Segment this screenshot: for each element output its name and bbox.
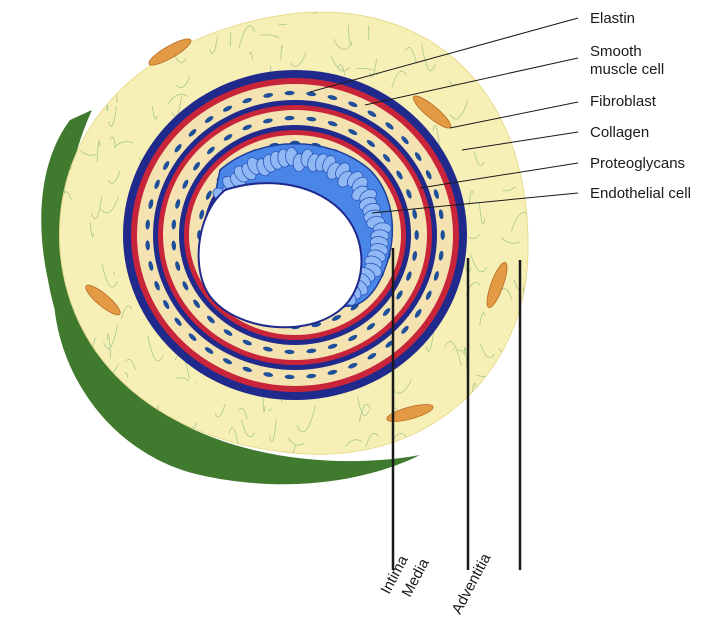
label-endothelial-cell: Endothelial cell	[590, 185, 691, 202]
label-smooth-muscle-line2: muscle cell	[590, 61, 664, 78]
label-proteoglycans: Proteoglycans	[590, 155, 685, 172]
label-collagen: Collagen	[590, 124, 649, 141]
label-elastin: Elastin	[590, 10, 635, 27]
label-adventitia: Adventitia	[449, 550, 495, 617]
label-fibroblast: Fibroblast	[590, 93, 657, 110]
label-smooth-muscle-line1: Smooth	[590, 43, 642, 60]
